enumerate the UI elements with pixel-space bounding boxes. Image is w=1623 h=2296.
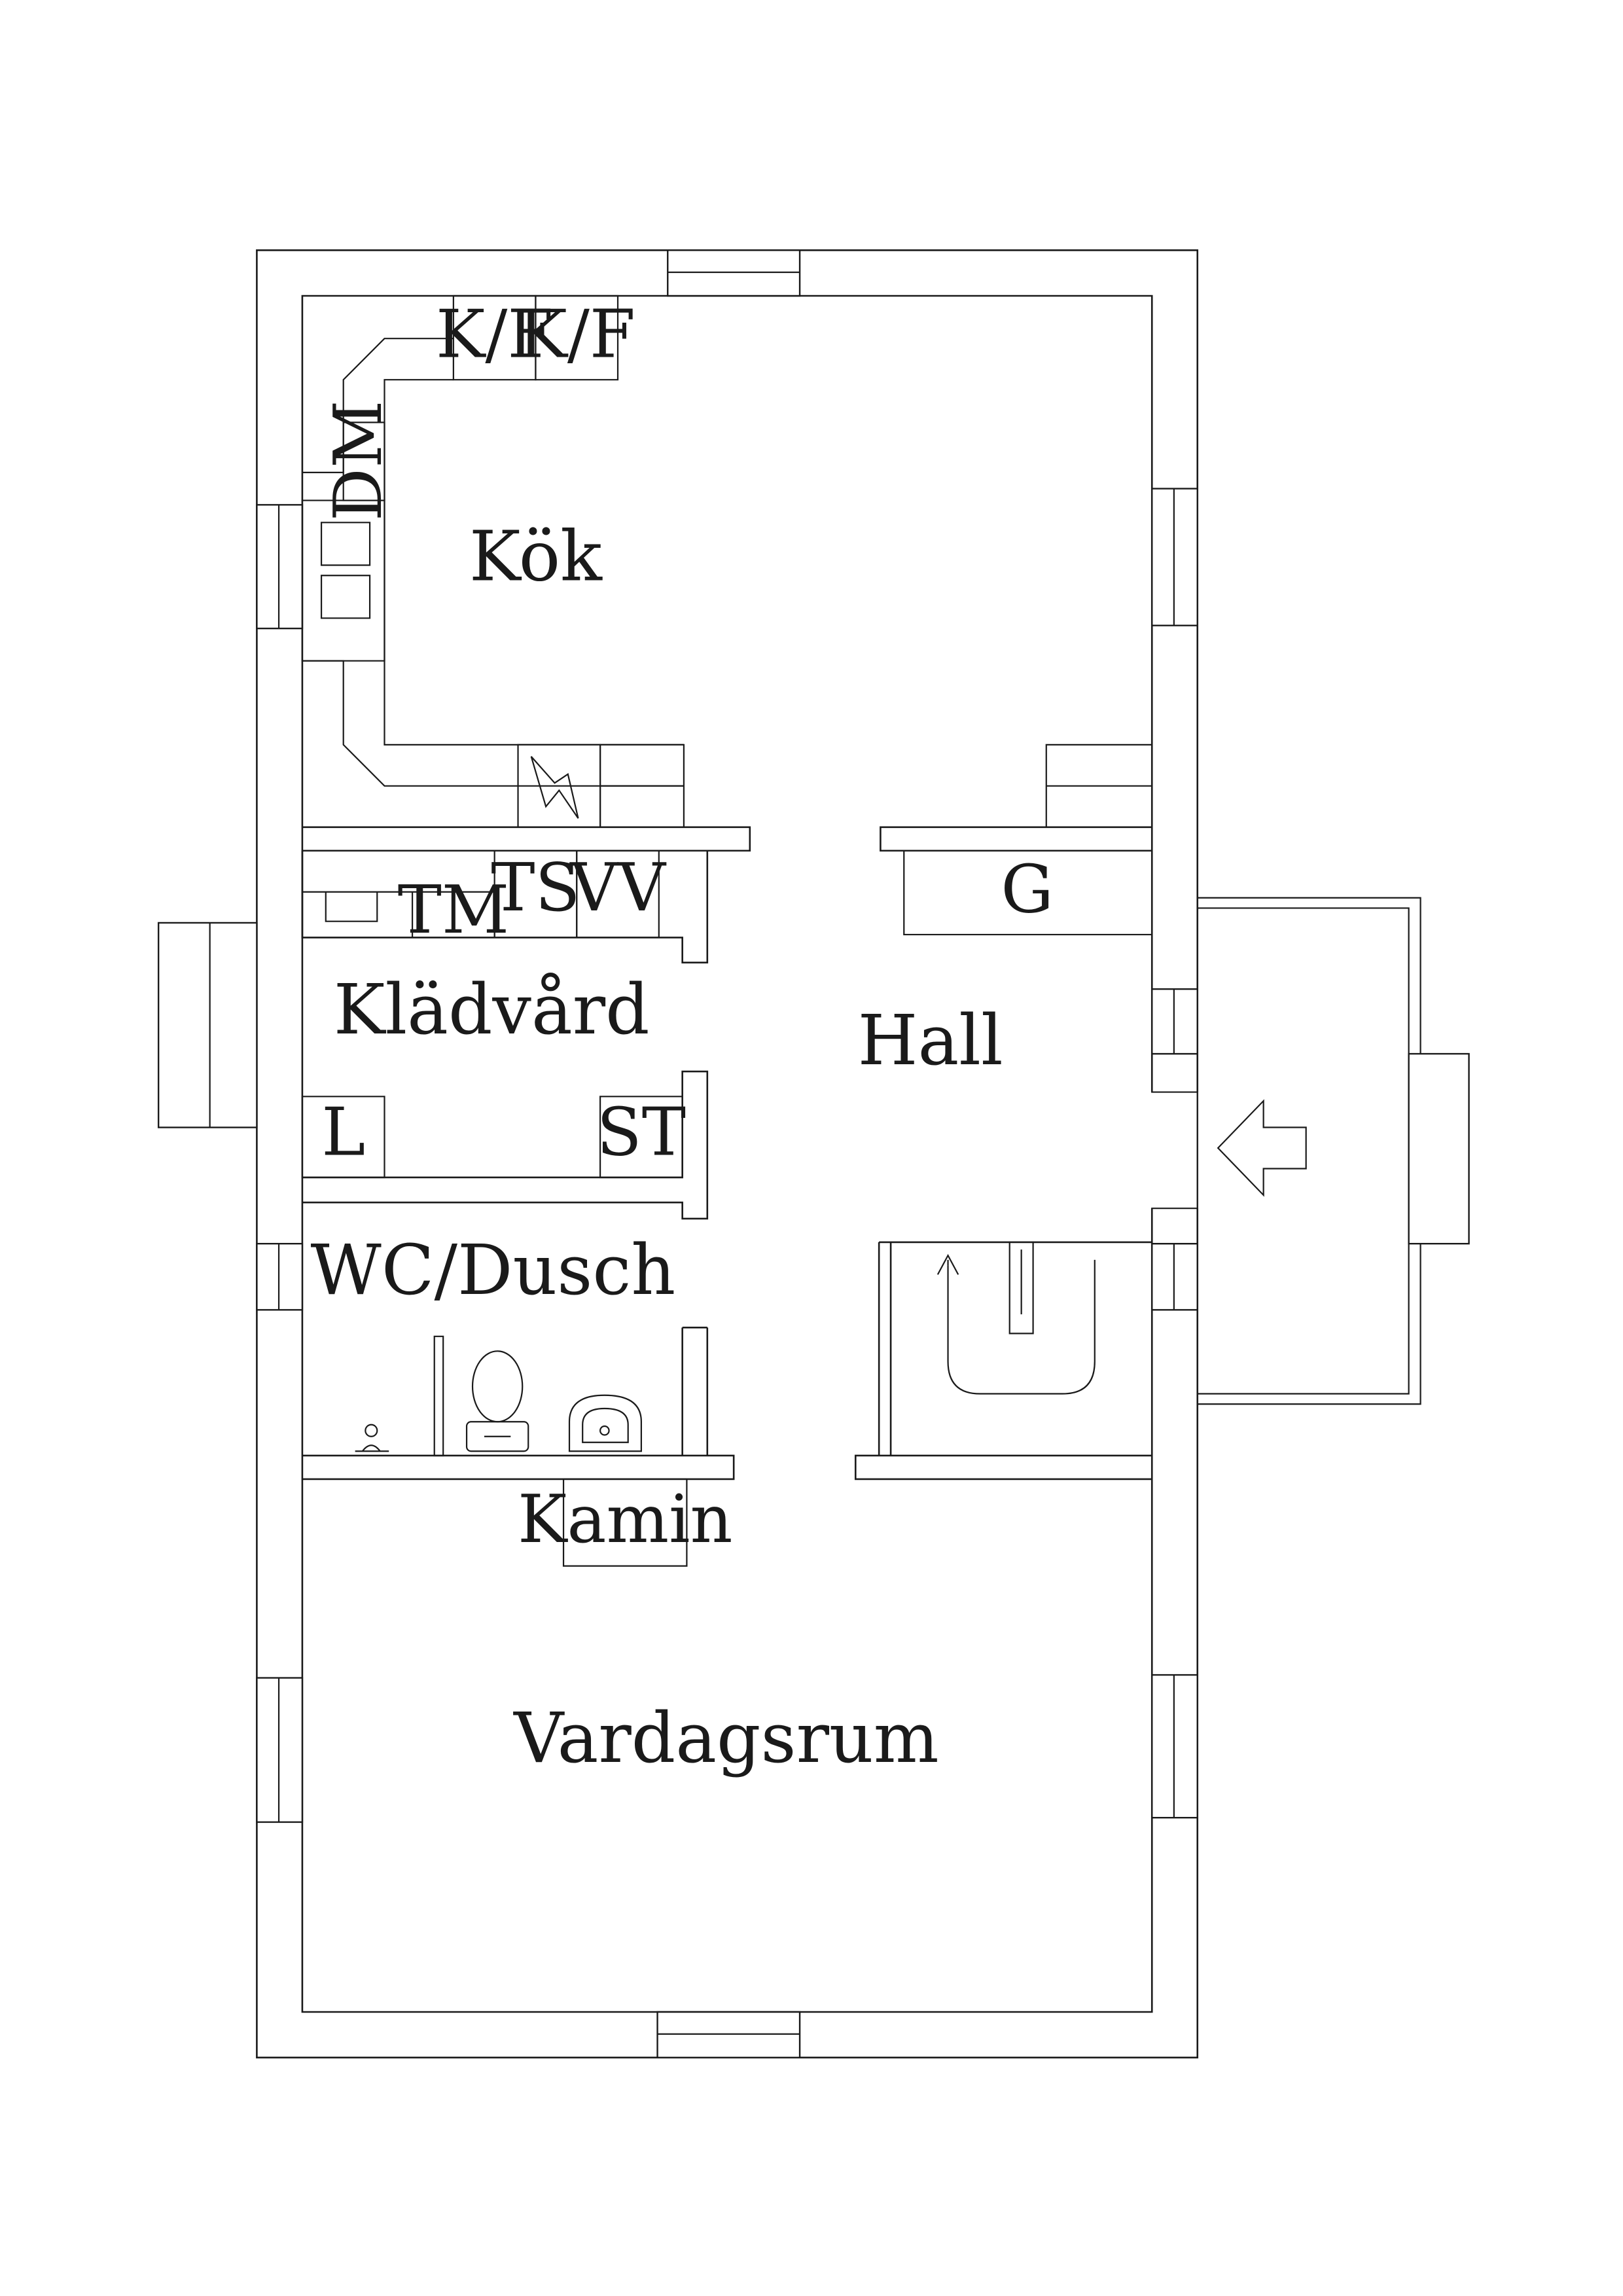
window-left-kitchen (257, 505, 302, 628)
window-left-wc (257, 1244, 302, 1310)
window-top (668, 250, 800, 296)
sink-icon (569, 1395, 641, 1451)
fixture-label-kamin: Kamin (518, 1480, 732, 1558)
fireplace-box (563, 1479, 687, 1566)
stair-direction-arrow-icon (938, 1242, 1095, 1394)
window-right-hall (1152, 989, 1198, 1054)
window-bottom (658, 2012, 800, 2058)
fixture-label-g: G (1001, 850, 1054, 927)
room-label-hall: Hall (858, 1000, 1003, 1081)
room-label-kladvard: Klädvård (334, 969, 650, 1050)
entrance-door-opening (1150, 1054, 1201, 1244)
wc-fixtures (355, 1336, 641, 1456)
kitchen-counter (302, 296, 1152, 827)
cabinet-g (904, 851, 1152, 935)
fixture-label-tm: TM (398, 871, 510, 948)
fixture-label-kf-2: K/F (518, 295, 635, 372)
toilet-icon (467, 1351, 528, 1451)
laundry-fixtures (302, 851, 683, 1177)
electrical-panel-icon (531, 757, 579, 818)
fixture-label-vv: VV (569, 849, 667, 926)
room-labels: Kök Klädvård Hall WC/Dusch Vardagsrum (311, 516, 1003, 1778)
left-exterior-step (158, 923, 257, 1128)
fixture-label-st: ST (597, 1093, 686, 1170)
room-label-kok: Kök (469, 516, 603, 596)
fixture-label-dm: DM (319, 400, 397, 521)
entrance-arrow-icon (1218, 1101, 1306, 1195)
shower-screen (435, 1336, 443, 1456)
room-label-vardagsrum: Vardagsrum (512, 1698, 939, 1778)
room-label-wc: WC/Dusch (311, 1230, 676, 1310)
window-right-kitchen (1152, 489, 1198, 626)
window-right-living (1152, 1675, 1198, 1818)
entrance-porch (1198, 898, 1469, 1405)
window-left-living (257, 1678, 302, 1822)
fixture-label-ts: TS (491, 849, 580, 926)
windows (257, 250, 1197, 2057)
window-right-stair (1152, 1244, 1198, 1310)
fixture-labels: K/F K/F DM TS VV TM G L ST Kamin (319, 295, 1054, 1557)
exterior-walls (257, 250, 1197, 2057)
fixture-label-l: L (321, 1093, 365, 1170)
fixture-label-kf-1: K/F (436, 295, 553, 372)
shower-icon (355, 1425, 389, 1451)
